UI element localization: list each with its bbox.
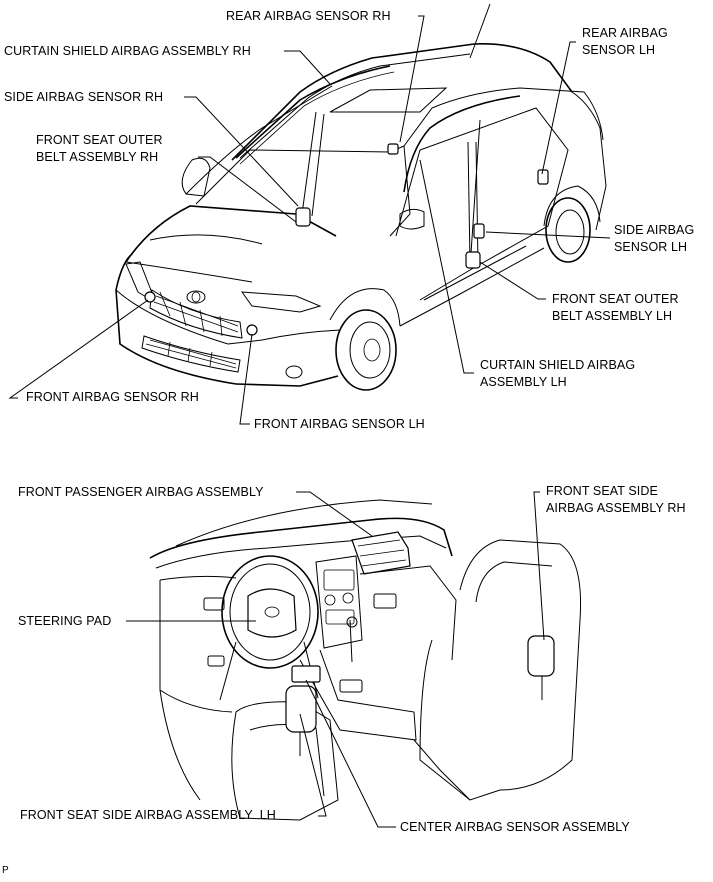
side-airbag-sensor-lh-part [473, 223, 485, 239]
side-airbag-sensor-rh-part [295, 207, 311, 227]
belt-retractor-lh-part [465, 251, 481, 269]
corner-mark: P [2, 865, 9, 876]
label-rear-airbag-sensor-lh-line2: SENSOR LH [582, 43, 656, 57]
steering-pad-part [247, 588, 297, 638]
vehicle-drawing [115, 3, 607, 391]
label-curtain-shield-airbag-assembly-rh: CURTAIN SHIELD AIRBAG ASSEMBLY RH [4, 44, 251, 58]
label-curtain-shield-airbag-lh-line2: ASSEMBLY LH [480, 375, 567, 389]
label-front-seat-side-airbag-lh: FRONT SEAT SIDE AIRBAG ASSEMBLY LH [20, 808, 276, 822]
label-curtain-shield-airbag-lh-line1: CURTAIN SHIELD AIRBAG [480, 358, 636, 372]
label-side-airbag-sensor-lh-line2: SENSOR LH [614, 240, 688, 254]
label-front-airbag-sensor-rh: FRONT AIRBAG SENSOR RH [26, 390, 199, 404]
label-front-seat-outer-belt-lh-line2: BELT ASSEMBLY LH [552, 309, 673, 323]
label-front-seat-side-airbag-rh-line1: FRONT SEAT SIDE [546, 484, 658, 498]
label-rear-airbag-sensor-lh-line1: REAR AIRBAG [582, 26, 668, 40]
label-rear-airbag-sensor-rh: REAR AIRBAG SENSOR RH [226, 9, 391, 23]
label-center-airbag-sensor-assembly: CENTER AIRBAG SENSOR ASSEMBLY [400, 820, 630, 834]
front-airbag-sensor-rh-part [144, 291, 156, 303]
top-leader-lines [8, 15, 611, 425]
label-steering-pad: STEERING PAD [18, 614, 112, 628]
bottom-leader-lines [126, 491, 545, 828]
center-airbag-sensor-part [291, 665, 321, 683]
label-front-seat-outer-belt-rh-line2: BELT ASSEMBLY RH [36, 150, 159, 164]
side-airbag-lh-part [285, 685, 317, 733]
label-front-seat-side-airbag-rh-line2: AIRBAG ASSEMBLY RH [546, 501, 686, 515]
label-side-airbag-sensor-lh-line1: SIDE AIRBAG [614, 223, 695, 237]
rear-airbag-sensor-lh-part [537, 169, 549, 185]
label-front-passenger-airbag-assembly: FRONT PASSENGER AIRBAG ASSEMBLY [18, 485, 264, 499]
side-airbag-rh-part [527, 635, 555, 677]
label-front-airbag-sensor-lh: FRONT AIRBAG SENSOR LH [254, 417, 425, 431]
label-front-seat-outer-belt-rh-line1: FRONT SEAT OUTER [36, 133, 163, 147]
rear-airbag-sensor-rh-part [387, 143, 399, 155]
label-front-seat-outer-belt-lh-line1: FRONT SEAT OUTER [552, 292, 679, 306]
label-side-airbag-sensor-rh: SIDE AIRBAG SENSOR RH [4, 90, 164, 104]
interior-drawing [149, 499, 582, 821]
front-airbag-sensor-lh-part [246, 324, 258, 336]
